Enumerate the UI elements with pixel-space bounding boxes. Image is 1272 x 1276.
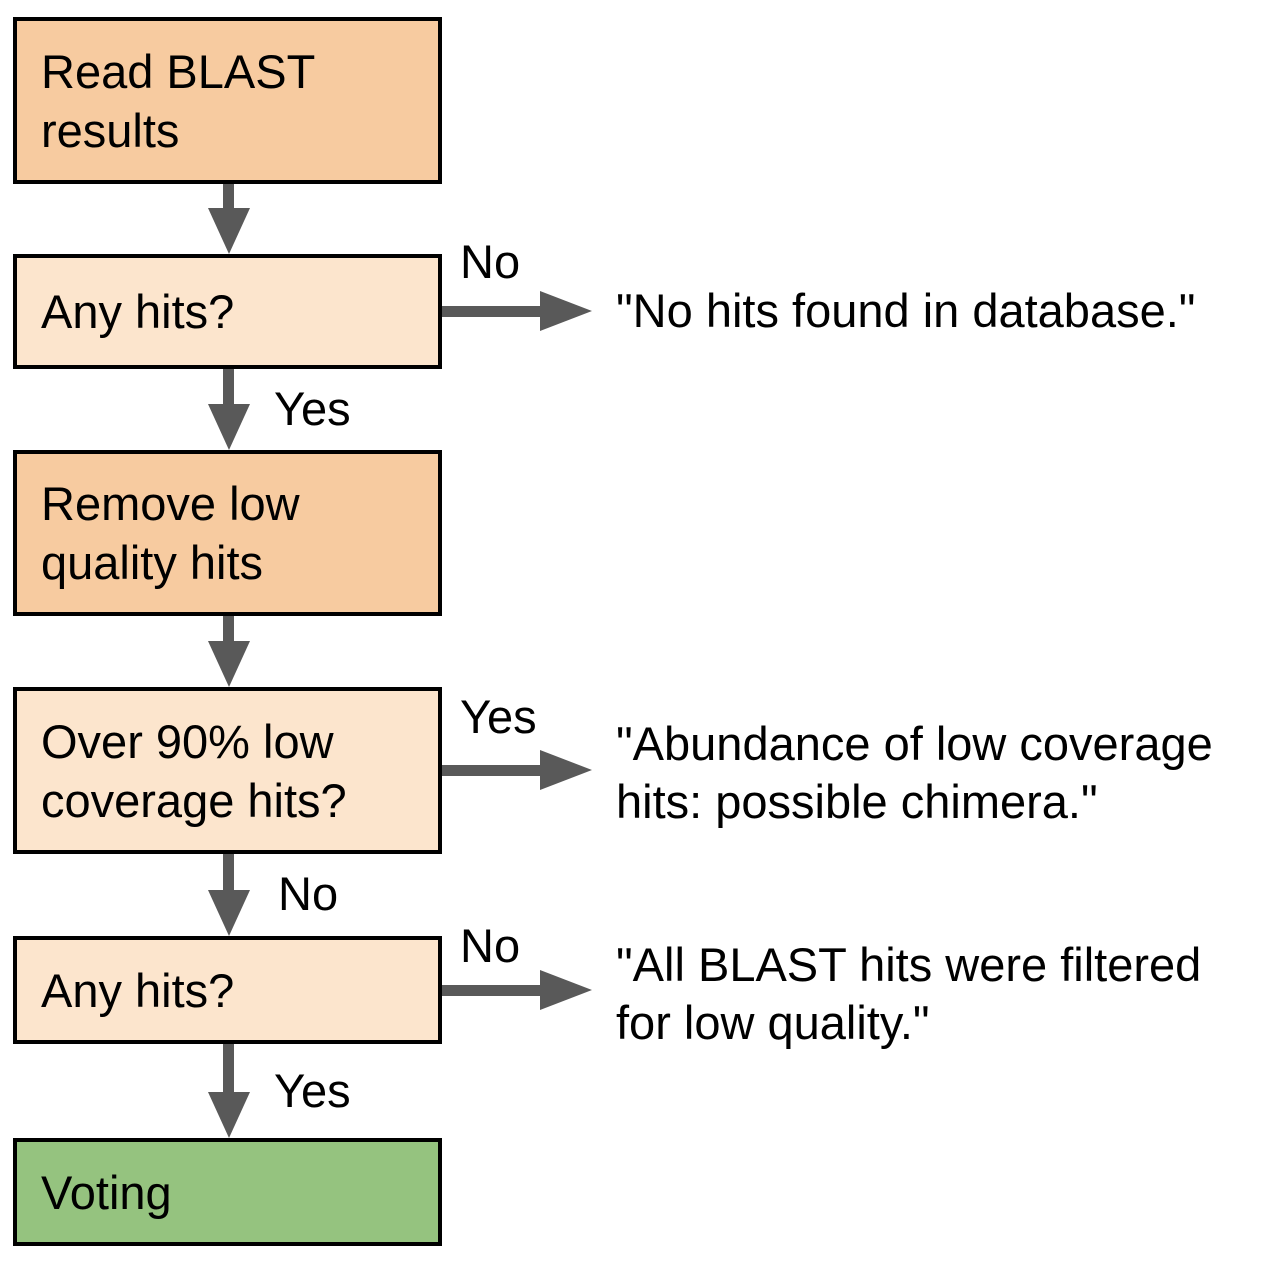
any-hits-label-1: Any hits? [41, 285, 235, 338]
arrow-hits2-to-voting [223, 1043, 234, 1093]
arrow-hits2-no [441, 985, 545, 996]
edge-label-hits2-no: No [460, 919, 521, 972]
outcome-no-hits: "No hits found in database." [616, 284, 1196, 337]
arrow-coverage-yes [441, 765, 545, 776]
any-hits-decision-2: Any hits? [13, 936, 442, 1044]
outcome-all-filtered: "All BLAST hits were filtered for low qu… [616, 938, 1202, 1049]
edge-label-hits2-yes: Yes [274, 1064, 351, 1117]
remove-low-quality-label: Remove low quality hits [41, 477, 300, 589]
arrowhead-hits2-to-voting [208, 1092, 250, 1138]
voting-box: Voting [13, 1138, 442, 1246]
arrow-read-to-hits1 [223, 183, 234, 211]
read-blast-results-box: Read BLAST results [13, 17, 442, 184]
arrow-coverage-to-hits2 [223, 853, 234, 893]
edge-label-hits1-yes: Yes [274, 382, 351, 435]
arrowhead-read-to-hits1 [208, 208, 250, 254]
arrowhead-hits2-no [540, 970, 592, 1010]
read-blast-results-label: Read BLAST results [41, 44, 316, 157]
edge-label-coverage-no: No [278, 867, 339, 920]
arrow-hits1-no [441, 306, 545, 317]
arrowhead-hits1-to-remove [208, 404, 250, 450]
any-hits-decision-1: Any hits? [13, 254, 442, 369]
low-coverage-decision: Over 90% low coverage hits? [13, 687, 442, 854]
edge-label-coverage-yes: Yes [460, 690, 537, 743]
voting-label: Voting [41, 1165, 172, 1219]
remove-low-quality-box: Remove low quality hits [13, 450, 442, 616]
arrowhead-hits1-no [540, 291, 592, 331]
any-hits-label-2: Any hits? [41, 963, 235, 1017]
arrowhead-remove-to-coverage [208, 641, 250, 687]
arrowhead-coverage-yes [540, 750, 592, 790]
arrowhead-coverage-to-hits2 [208, 890, 250, 936]
outcome-possible-chimera: "Abundance of low coverage hits: possibl… [616, 717, 1213, 828]
edge-label-hits1-no: No [460, 235, 521, 288]
arrow-remove-to-coverage [223, 615, 234, 645]
arrow-hits1-to-remove [223, 368, 234, 408]
low-coverage-label: Over 90% low coverage hits? [41, 714, 347, 827]
